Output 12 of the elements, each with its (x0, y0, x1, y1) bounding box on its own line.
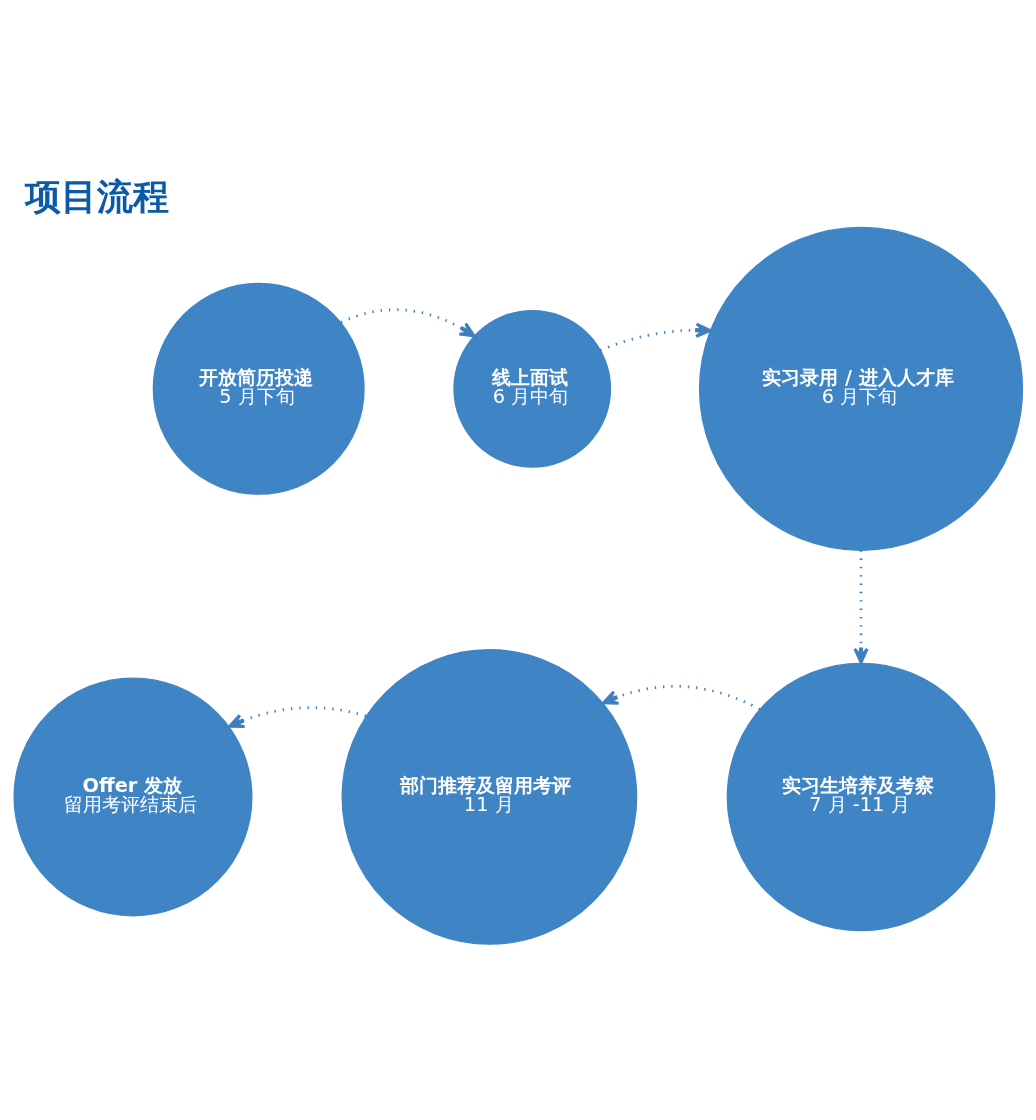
node-circle: 部门推荐及留用考评 11 月 (341, 648, 638, 945)
arrow (340, 307, 476, 337)
node-circle: 实习生培养及考察 7 月 -11 月 (726, 662, 996, 931)
node-circle: 开放简历投递 5 月下旬 (152, 282, 365, 495)
node-circle: 线上面试 6 月中旬 (453, 309, 612, 468)
arrow (853, 549, 869, 664)
diagram-title: 项目流程 (24, 175, 169, 217)
arrow (599, 322, 712, 352)
arrow (228, 705, 367, 728)
node-circle: Offer 发放 留用考评结束后 (13, 676, 253, 916)
arrow (601, 684, 761, 711)
node-circle: 实习录用 / 进入人才库 6 月下旬 (698, 226, 1024, 551)
